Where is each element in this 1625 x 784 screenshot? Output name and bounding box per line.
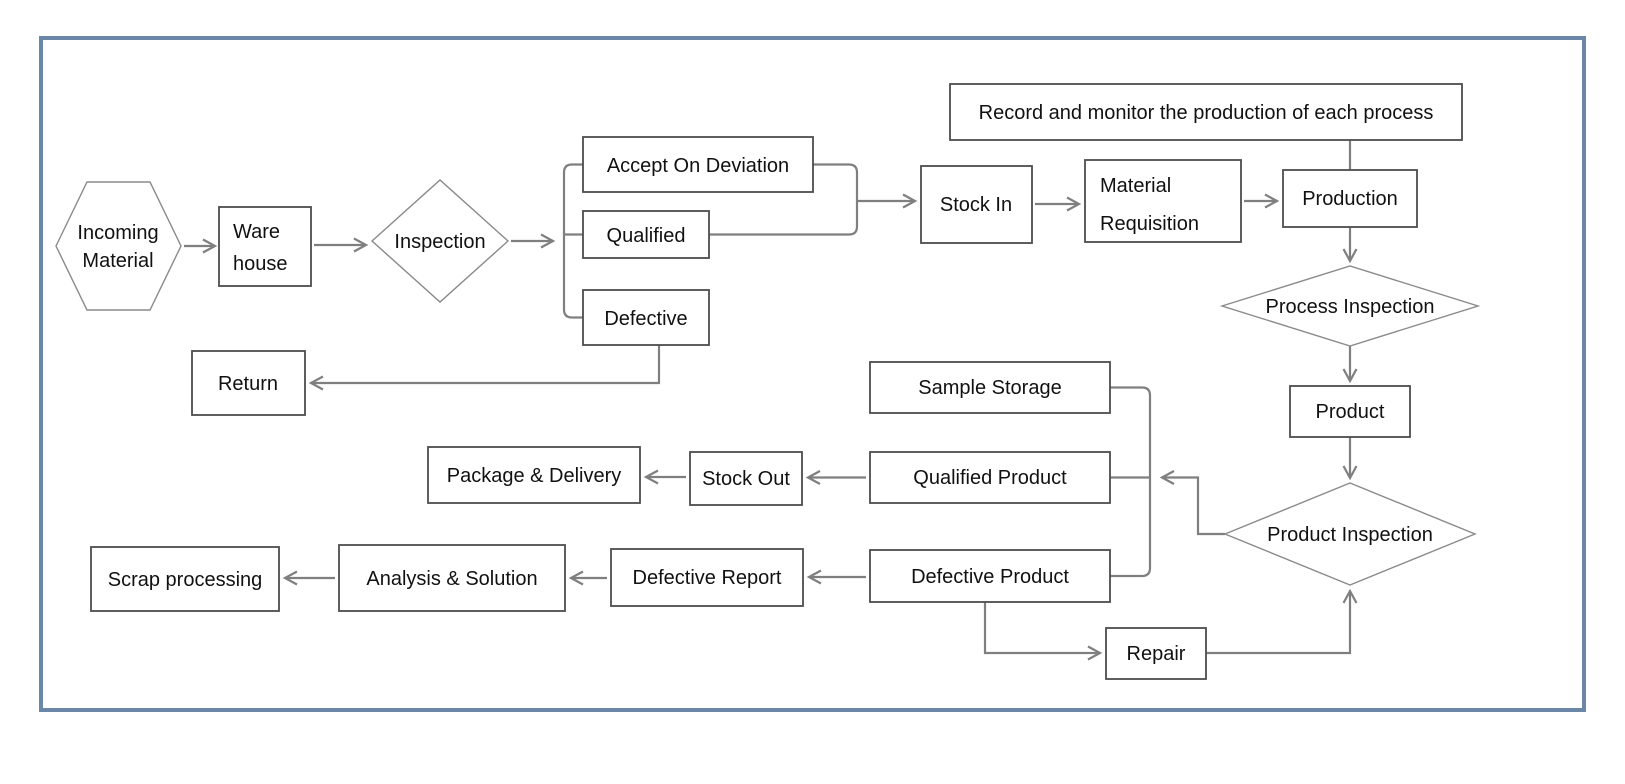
sample-storage-label: Sample Storage [918,377,1061,399]
warehouse-label-line2: house [233,253,288,275]
inspection-diamond [370,179,510,303]
process-inspection-label: Process Inspection [1266,296,1435,318]
node-process-inspection: Process Inspection [1219,265,1481,347]
warehouse-label-line1: Ware [233,221,280,243]
node-package-delivery: Package & Delivery [427,446,641,504]
production-label: Production [1302,188,1398,210]
node-production: Production [1282,169,1418,228]
product-inspection-diamond [1223,482,1477,586]
node-defective-report: Defective Report [610,548,804,607]
return-label: Return [218,373,278,395]
node-material-requisition: Material Requisition [1084,159,1242,243]
defective-box [582,289,710,346]
scrap-processing-label: Scrap processing [108,569,263,591]
node-return: Return [191,350,306,416]
node-product-inspection: Product Inspection [1223,482,1477,586]
qualified-box [582,210,710,259]
defective-label: Defective [604,308,687,330]
node-qualified: Qualified [582,210,710,259]
node-warehouse: Ware house [218,206,312,287]
package-delivery-label: Package & Delivery [447,465,622,487]
analysis-solution-box [338,544,566,612]
product-label: Product [1316,401,1385,423]
node-defective: Defective [582,289,710,346]
analysis-solution-label: Analysis & Solution [366,568,537,590]
record-monitor-label: Record and monitor the production of eac… [979,102,1434,124]
arrow-product-inspection-to-results [1159,470,1225,536]
stock-in-box [920,165,1033,244]
qualified-product-box [869,451,1111,504]
repair-label: Repair [1127,643,1186,665]
accept-on-deviation-label: Accept On Deviation [607,155,789,177]
defective-report-label: Defective Report [633,567,782,589]
arrow-repair-to-product-inspection [1206,588,1358,655]
record-monitor-box [949,83,1463,141]
arrow-defective-to-return [308,345,661,391]
node-product: Product [1289,385,1411,438]
stock-out-box [689,451,803,506]
node-scrap-processing: Scrap processing [90,546,280,612]
process-inspection-diamond [1219,265,1481,347]
sample-storage-box [869,361,1111,414]
accept-on-deviation-box [582,136,814,193]
results-bracket [1110,386,1152,578]
material-requisition-box [1084,159,1242,243]
scrap-processing-box [90,546,280,612]
incoming-material-label-line1: Incoming [77,222,158,244]
warehouse-box [218,206,312,287]
package-delivery-box [427,446,641,504]
node-incoming-material: Incoming Material [55,181,182,311]
node-inspection: Inspection [370,179,510,303]
defective-product-box [869,549,1111,603]
incoming-material-hexagon [55,181,182,311]
node-accept-on-deviation: Accept On Deviation [582,136,814,193]
inspection-label: Inspection [394,231,485,253]
node-sample-storage: Sample Storage [869,361,1111,414]
qualified-product-label: Qualified Product [913,467,1067,489]
repair-box [1105,627,1207,680]
node-defective-product: Defective Product [869,549,1111,603]
material-requisition-label-line1: Material [1100,175,1171,197]
production-box [1282,169,1418,228]
branch-bracket-inspection-results [562,163,583,319]
merge-bracket-to-stock-in [709,163,859,236]
product-inspection-label: Product Inspection [1267,524,1433,546]
node-repair: Repair [1105,627,1207,680]
node-qualified-product: Qualified Product [869,451,1111,504]
diagram-border [39,36,1586,712]
defective-product-label: Defective Product [911,566,1069,588]
node-stock-in: Stock In [920,165,1033,244]
defective-report-box [610,548,804,607]
return-box [191,350,306,416]
stock-in-label: Stock In [940,194,1012,216]
node-stock-out: Stock Out [689,451,803,506]
material-requisition-label-line2: Requisition [1100,213,1199,235]
node-analysis-solution: Analysis & Solution [338,544,566,612]
node-record-monitor: Record and monitor the production of eac… [949,83,1463,141]
incoming-material-label-line2: Material [82,250,153,272]
stock-out-label: Stock Out [702,468,790,490]
product-box [1289,385,1411,438]
arrow-defective-product-to-repair [983,602,1103,661]
qualified-label: Qualified [607,225,686,247]
